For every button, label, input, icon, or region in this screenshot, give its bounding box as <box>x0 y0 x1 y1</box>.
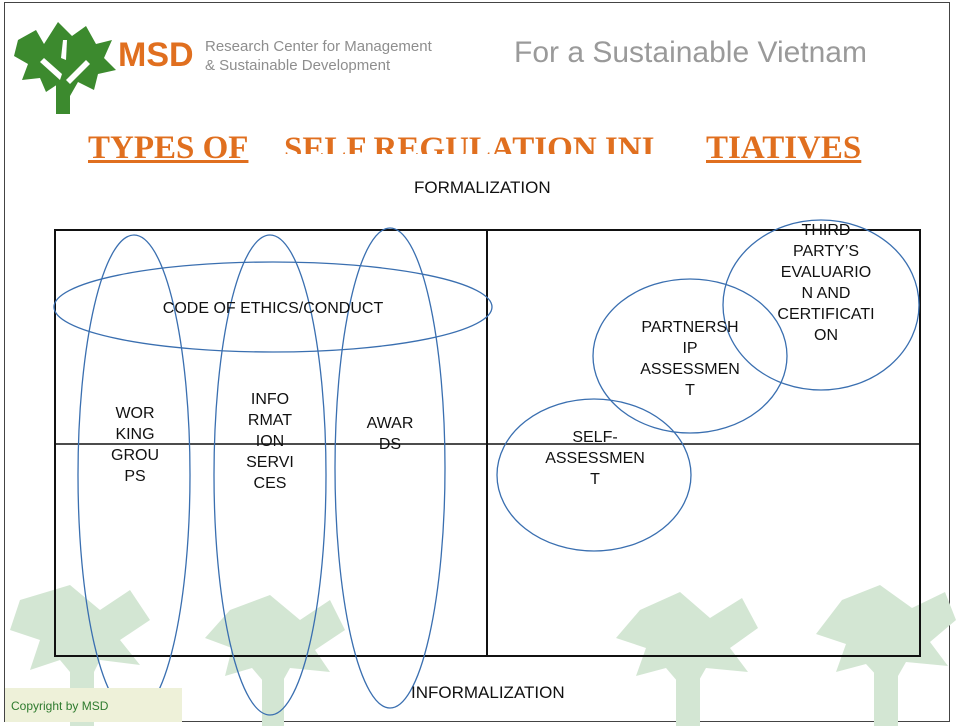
slide-frame <box>4 2 950 722</box>
watermark-tree-icon <box>205 595 345 726</box>
ellipse-partnership-assessment <box>592 278 788 434</box>
title-part-2-clipped: SELF REGULATION INI <box>284 130 714 154</box>
ellipse-third-party <box>722 219 920 391</box>
copyright-text: Copyright by MSD <box>11 699 109 713</box>
org-name-line1: Research Center for Management <box>205 38 432 55</box>
label-awards: AWAR DS <box>366 415 414 453</box>
ellipse-self-assessment <box>496 398 692 552</box>
label-working-groups: WOR KING GROU PS <box>111 405 159 485</box>
label-code-of-ethics: CODE OF ETHICS/CONDUCT <box>162 300 384 317</box>
label-partnership-assessment: PARTNERSH IP ASSESSMEN T <box>640 319 740 399</box>
slide-title: TYPES OF SELF REGULATION INI TIATIVES <box>88 130 888 180</box>
ellipse-awards <box>334 227 446 709</box>
msd-tree-logo-icon <box>14 22 116 114</box>
ellipse-code-of-ethics <box>53 261 493 353</box>
watermark-tree-icon <box>616 592 758 726</box>
ellipse-information-services <box>213 234 327 716</box>
axis-label-informalization: INFORMALIZATION <box>411 683 565 702</box>
watermark-tree-icon <box>816 585 956 726</box>
copyright-box <box>5 688 182 722</box>
org-name-line2: & Sustainable Development <box>205 57 391 74</box>
title-part-3: TIATIVES <box>706 130 862 166</box>
label-information-services: INFO RMAT ION SERVI CES <box>246 391 294 492</box>
label-third-party: THIRD PARTY’S EVALUARIO N AND CERTIFICAT… <box>777 222 875 344</box>
label-self-assessment: SELF- ASSESSMEN T <box>545 429 645 488</box>
logo-text: MSD <box>118 36 194 74</box>
title-part-2: SELF REGULATION INI <box>284 131 655 154</box>
slogan: For a Sustainable Vietnam <box>514 36 867 69</box>
title-part-1: TYPES OF <box>88 130 249 166</box>
axis-label-formalization: FORMALIZATION <box>414 178 551 197</box>
